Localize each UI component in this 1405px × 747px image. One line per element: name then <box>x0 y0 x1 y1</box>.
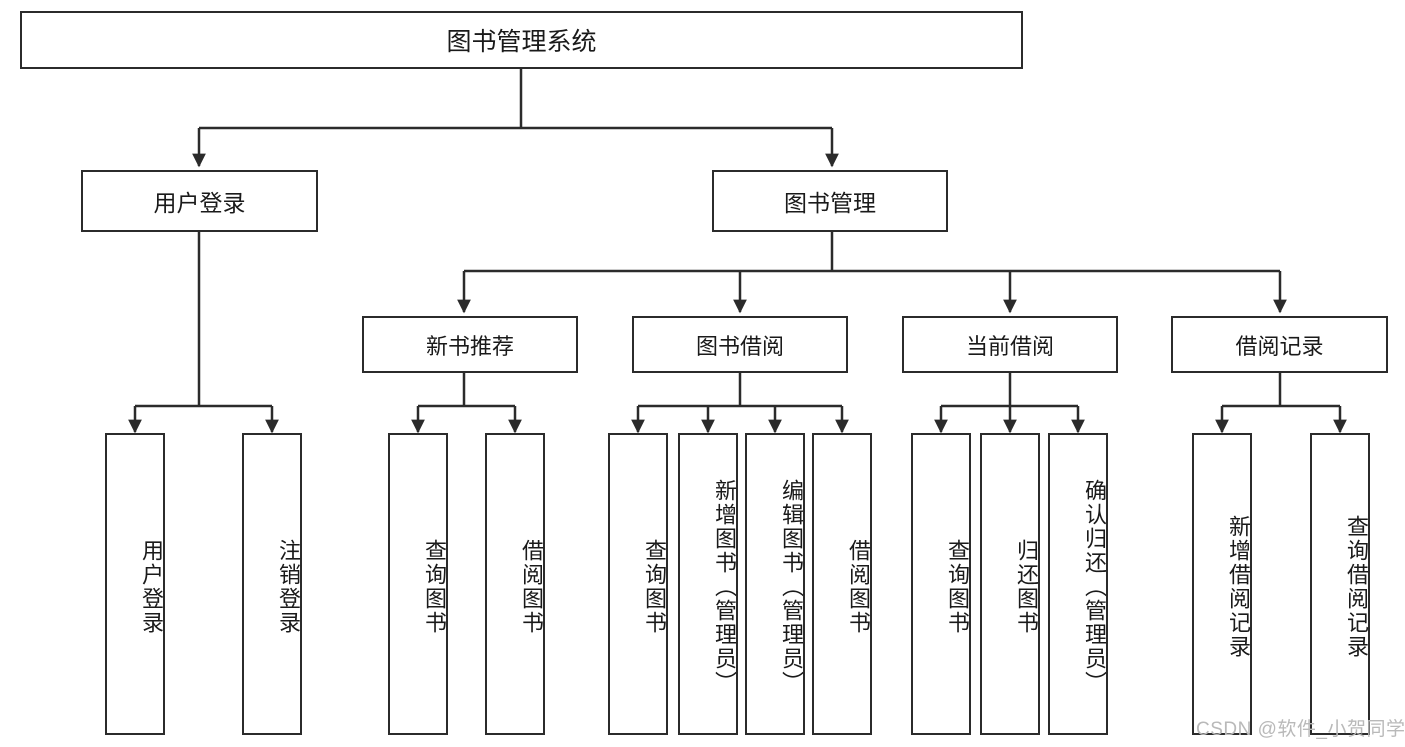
node-label: 查询图书 <box>945 539 970 635</box>
node-label: 查询图书 <box>422 539 447 635</box>
leaf-borrow-record-query-record[interactable]: 查询借阅记录 <box>1310 433 1370 735</box>
node-label: 编辑图书（管理员） <box>779 479 804 695</box>
leaf-book-borrow-add-book-admin[interactable]: 新增图书（管理员） <box>678 433 738 735</box>
leaf-new-book-borrow-book[interactable]: 借阅图书 <box>485 433 545 735</box>
leaf-user-login-logout[interactable]: 注销登录 <box>242 433 302 735</box>
leaf-current-borrow-query-book[interactable]: 查询图书 <box>911 433 971 735</box>
node-root-book-management-system[interactable]: 图书管理系统 <box>20 11 1023 69</box>
node-label: 查询图书 <box>642 539 667 635</box>
node-current-borrow[interactable]: 当前借阅 <box>902 316 1118 373</box>
node-label: 新书推荐 <box>425 333 514 359</box>
node-label: 借阅图书 <box>846 539 871 635</box>
node-borrow-record[interactable]: 借阅记录 <box>1171 316 1388 373</box>
node-label: 归还图书 <box>1014 539 1039 635</box>
leaf-book-borrow-borrow-book[interactable]: 借阅图书 <box>812 433 872 735</box>
node-label: 借阅记录 <box>1235 333 1324 359</box>
node-label: 图书管理 <box>784 190 876 216</box>
node-book-management[interactable]: 图书管理 <box>712 170 948 232</box>
node-label: 新增图书（管理员） <box>712 479 737 695</box>
node-label: 图书借阅 <box>695 333 784 359</box>
leaf-current-borrow-return-book[interactable]: 归还图书 <box>980 433 1040 735</box>
leaf-new-book-query-book[interactable]: 查询图书 <box>388 433 448 735</box>
leaf-book-borrow-query-book[interactable]: 查询图书 <box>608 433 668 735</box>
watermark: CSDN @软件_小贺同学 <box>1196 719 1405 740</box>
node-label: 查询借阅记录 <box>1344 515 1369 659</box>
node-label: 用户登录 <box>153 190 246 216</box>
node-label: 当前借阅 <box>965 333 1054 359</box>
leaf-borrow-record-add-record[interactable]: 新增借阅记录 <box>1192 433 1252 735</box>
node-label: 新增借阅记录 <box>1226 515 1251 659</box>
node-label: 图书管理系统 <box>446 28 597 56</box>
node-label: 注销登录 <box>276 539 301 635</box>
node-new-book-recommend[interactable]: 新书推荐 <box>362 316 578 373</box>
node-book-borrow[interactable]: 图书借阅 <box>632 316 848 373</box>
node-label: 确认归还（管理员） <box>1082 479 1107 695</box>
leaf-book-borrow-edit-book-admin[interactable]: 编辑图书（管理员） <box>745 433 805 735</box>
node-user-login[interactable]: 用户登录 <box>81 170 318 232</box>
node-label: 用户登录 <box>139 539 164 635</box>
node-label: 借阅图书 <box>519 539 544 635</box>
leaf-user-login-login[interactable]: 用户登录 <box>105 433 165 735</box>
leaf-current-borrow-confirm-return-admin[interactable]: 确认归还（管理员） <box>1048 433 1108 735</box>
